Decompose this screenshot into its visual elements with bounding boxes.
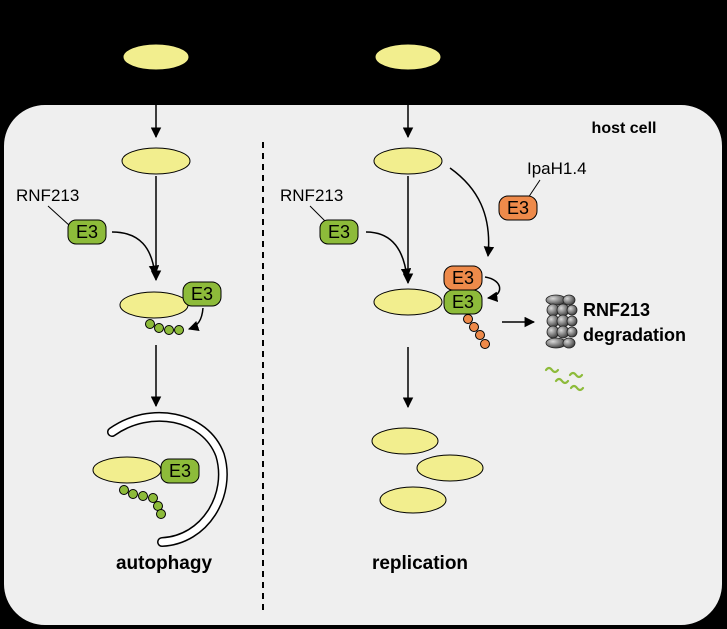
replication-label: replication xyxy=(372,553,468,574)
rnf213-label-left: RNF213 xyxy=(16,186,79,205)
bacterium-outside-right xyxy=(374,43,442,71)
arrow-ipah-to-complex xyxy=(449,167,495,258)
bacterium-replicated-2 xyxy=(416,454,484,482)
bacterium-replicating-right xyxy=(373,288,443,316)
host-cell-label: host cell xyxy=(592,120,657,137)
e3-label: E3 xyxy=(169,461,191,481)
ipah-leader xyxy=(527,179,541,199)
e3-label: E3 xyxy=(328,222,350,242)
e3-rnf213-bound: E3 xyxy=(443,289,483,315)
e3-ipah: E3 xyxy=(498,195,538,221)
e3-bound-left: E3 xyxy=(182,281,222,307)
arrow-ubiquitination-left xyxy=(188,307,204,331)
rnf213-label-right: RNF213 xyxy=(280,186,343,205)
e3-label: E3 xyxy=(452,268,474,288)
e3-rnf213-right: E3 xyxy=(319,219,359,245)
proteasome-icon xyxy=(545,294,578,349)
rnf213-leader-left xyxy=(47,205,71,227)
bacterium-cytosol-left xyxy=(121,147,191,175)
host-cell xyxy=(2,103,724,627)
arrow-e3-to-bacterium-right xyxy=(365,231,412,280)
degradation-label-line1: RNF213 xyxy=(583,300,650,320)
ubiquitin-chain-left xyxy=(145,319,184,335)
bacterium-autophagy xyxy=(92,456,162,484)
e3-label: E3 xyxy=(191,284,213,304)
degradation-label-line2: degradation xyxy=(583,325,686,345)
bacterium-replicated-1 xyxy=(371,427,439,455)
bacterium-ubiquitinated-left xyxy=(119,291,189,319)
ipah-label: IpaH1.4 xyxy=(527,159,587,178)
e3-autophagy: E3 xyxy=(160,458,200,484)
bacterium-replicated-3 xyxy=(379,486,447,514)
bacterium-cytosol-right xyxy=(373,147,443,175)
peptide-fragments-icon xyxy=(544,366,585,392)
autophagosome-membrane xyxy=(108,413,227,546)
ubiquitin-chain-autophagy xyxy=(119,485,166,519)
bacterium-outside-left xyxy=(122,43,190,71)
e3-label: E3 xyxy=(452,292,474,312)
arrow-e3-to-bacterium-left xyxy=(111,231,160,277)
autophagy-label: autophagy xyxy=(116,553,212,574)
e3-label: E3 xyxy=(507,198,529,218)
arrow-ipah-ubiquitinates-rnf213 xyxy=(484,276,501,303)
e3-label: E3 xyxy=(76,222,98,242)
e3-ipah-bound: E3 xyxy=(443,265,483,291)
e3-rnf213-left: E3 xyxy=(67,219,107,245)
ubiquitin-chain-orange xyxy=(463,314,490,349)
